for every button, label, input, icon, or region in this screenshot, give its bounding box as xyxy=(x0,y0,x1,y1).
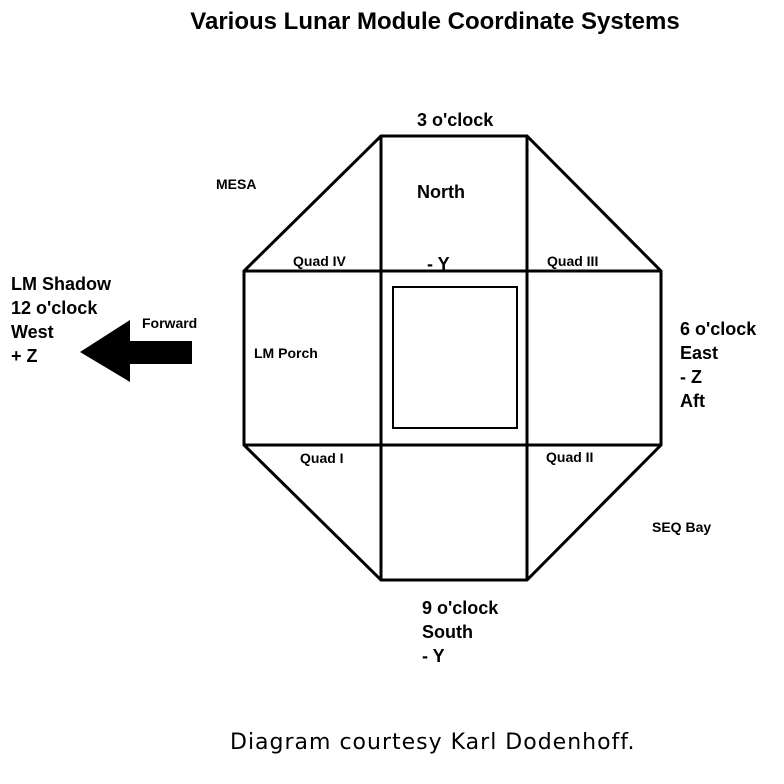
north-direction: North xyxy=(417,182,465,202)
south-direction: South xyxy=(422,622,473,642)
west-label: LM Shadow 12 o'clock West + Z xyxy=(11,272,111,368)
quad-iii-label: Quad III xyxy=(547,253,599,269)
quad-iv-label: Quad IV xyxy=(293,253,346,269)
east-clock: 6 o'clock xyxy=(680,319,757,339)
lm-porch-label: LM Porch xyxy=(254,345,318,361)
forward-arrow-icon xyxy=(80,320,192,382)
east-label: 6 o'clock East - Z Aft xyxy=(680,317,756,413)
west-direction: West xyxy=(11,322,54,342)
quad-ii-label: Quad II xyxy=(546,449,594,465)
diagram-title: Various Lunar Module Coordinate Systems xyxy=(190,8,680,35)
quad-i-label: Quad I xyxy=(300,450,344,466)
west-axis: + Z xyxy=(11,346,38,366)
west-shadow: LM Shadow xyxy=(11,274,111,294)
north-axis: - Y xyxy=(417,254,450,274)
east-direction: East xyxy=(680,343,719,363)
seq-bay-label: SEQ Bay xyxy=(652,519,712,535)
footer-credit: Diagram courtesy Karl Dodenhoff. xyxy=(230,730,636,755)
south-label: 9 o'clock South - Y xyxy=(422,596,498,668)
east-axis: - Z xyxy=(680,367,702,387)
forward-label: Forward xyxy=(142,315,198,331)
east-aft: Aft xyxy=(680,391,705,411)
mesa-label: MESA xyxy=(216,176,257,192)
west-clock: 12 o'clock xyxy=(11,298,98,318)
center-square xyxy=(392,286,518,429)
south-axis: - Y xyxy=(422,646,445,666)
south-clock: 9 o'clock xyxy=(422,598,499,618)
north-clock: 3 o'clock xyxy=(417,110,494,130)
north-label: 3 o'clock North - Y xyxy=(417,60,493,300)
